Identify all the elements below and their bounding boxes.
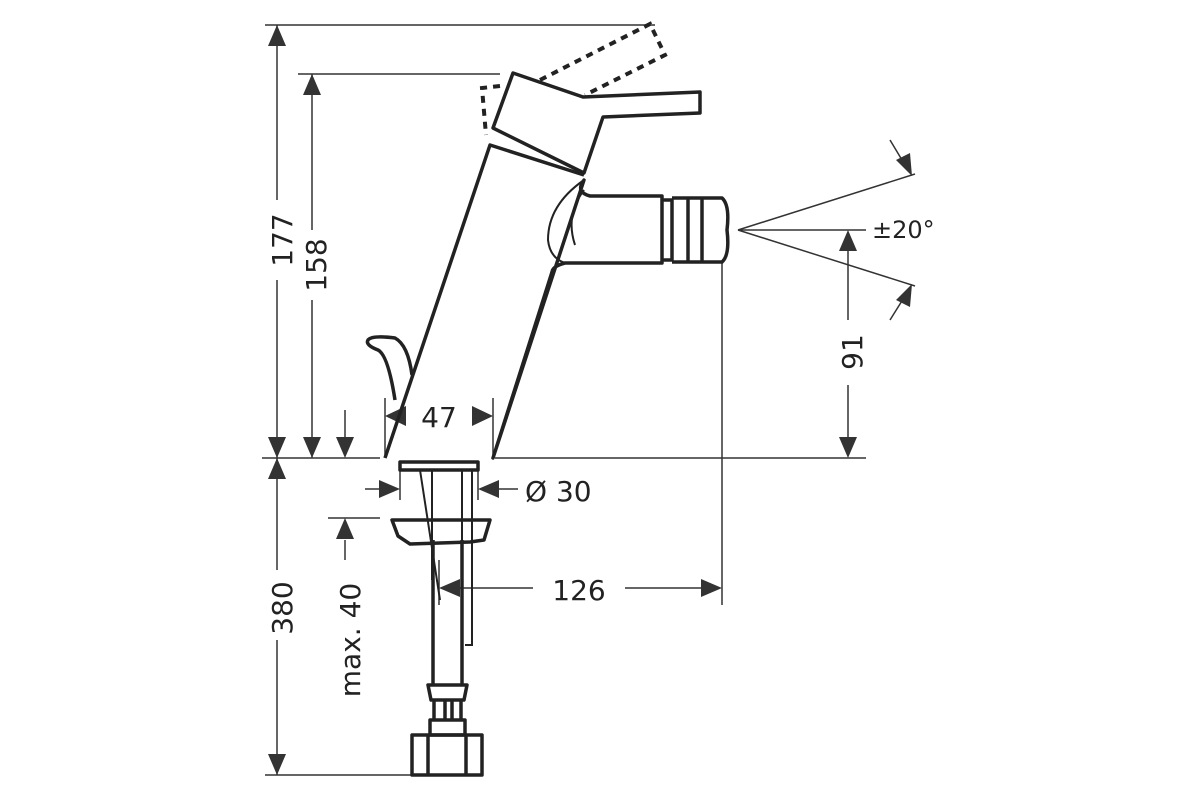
label-max-40: max. 40	[334, 583, 367, 697]
dimension-max-deck: max. 40	[334, 518, 367, 697]
dimension-total-height: 177	[266, 25, 299, 458]
label-47: 47	[421, 401, 457, 434]
mounting-nut	[390, 518, 492, 546]
label-diameter-30: Ø 30	[525, 475, 592, 508]
dimension-swivel-angle: ±20°	[872, 139, 935, 321]
dimension-hole-diameter: Ø 30	[365, 475, 592, 508]
lever-handle	[491, 71, 702, 175]
arrow-small	[336, 437, 354, 458]
label-20-deg: ±20°	[872, 216, 935, 244]
aerator	[662, 196, 730, 264]
dimension-outlet-height: 91	[836, 230, 869, 458]
label-91: 91	[836, 334, 869, 370]
label-158: 158	[300, 238, 333, 291]
hose-nut	[410, 733, 484, 777]
label-380: 380	[266, 581, 299, 634]
dimension-spout-height: 158	[300, 74, 354, 458]
label-177: 177	[266, 213, 299, 266]
extension-lines	[262, 24, 916, 776]
faucet	[365, 21, 730, 777]
dimension-base-width: 47	[385, 401, 493, 434]
supply-hose	[426, 540, 469, 737]
dimension-installation-depth: 380	[266, 458, 299, 775]
label-126: 126	[552, 574, 605, 607]
dimension-spout-reach: 126	[439, 574, 722, 607]
base-plate	[398, 460, 480, 472]
faucet-body	[383, 143, 664, 460]
pop-up-rod	[365, 335, 414, 401]
